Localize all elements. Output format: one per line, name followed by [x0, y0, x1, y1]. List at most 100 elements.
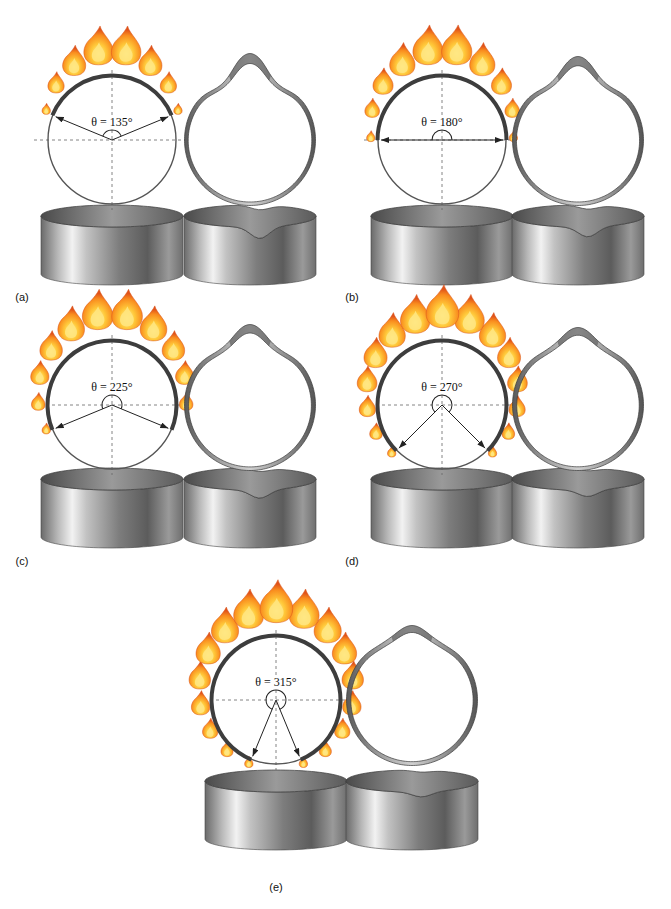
ring-3d-initial	[41, 205, 183, 285]
flame-inner	[168, 343, 178, 358]
flame-outer	[400, 294, 430, 333]
flame-outer	[84, 26, 114, 65]
flame-group	[189, 580, 363, 768]
angle-arrow	[399, 405, 442, 448]
panel-label: (d)	[345, 556, 358, 568]
flame-inner	[203, 645, 214, 661]
flame-inner	[242, 606, 255, 626]
panel-label: (b)	[345, 292, 358, 304]
ring-3d-initial	[371, 205, 513, 285]
flame-inner	[378, 79, 387, 92]
flame-inner	[509, 106, 516, 116]
flame	[63, 45, 86, 75]
flame-outer	[289, 589, 319, 628]
flame-inner	[145, 58, 155, 73]
flame-inner	[165, 81, 172, 92]
flame-outer	[189, 661, 210, 689]
angle-arc	[102, 129, 121, 136]
flame-outer	[373, 68, 393, 94]
angle-arc	[432, 130, 453, 141]
flame-inner	[386, 327, 398, 344]
flame-group	[365, 25, 520, 142]
flame	[31, 361, 49, 385]
deformed-ring	[513, 328, 644, 471]
flame	[160, 72, 176, 93]
flame-inner	[369, 106, 376, 116]
flame-inner	[396, 56, 407, 73]
flame	[82, 289, 113, 329]
flame-inner	[463, 311, 476, 330]
angle-label: θ = 135°	[89, 116, 134, 129]
flame-outer	[111, 26, 141, 65]
heated-sector	[376, 74, 509, 141]
heated-sector	[46, 338, 179, 430]
flame	[365, 98, 380, 117]
angle-label-box: θ = 225°	[89, 377, 134, 395]
flame-outer	[234, 589, 264, 628]
flame	[400, 294, 430, 333]
flame-inner	[339, 727, 346, 737]
flame-inner	[69, 58, 79, 73]
deformation-peak	[557, 328, 598, 347]
flame	[139, 45, 162, 75]
flame-outer	[390, 43, 415, 76]
panel-label: (e)	[269, 882, 282, 894]
flame-outer	[58, 306, 85, 341]
flame-outer	[31, 392, 45, 410]
panel-label-box: (e)	[269, 877, 282, 895]
flame-outer	[160, 72, 176, 93]
flame-outer	[470, 43, 495, 76]
flame	[470, 43, 495, 76]
flame-inner	[435, 303, 450, 325]
flame	[191, 691, 209, 715]
flame-inner	[46, 343, 56, 358]
flame-inner	[363, 377, 372, 390]
ring-3d-initial	[371, 468, 513, 548]
flame-inner	[120, 306, 134, 326]
angle-arrow	[381, 140, 442, 141]
cylinder-opening	[205, 770, 347, 792]
cylinder-opening	[184, 468, 316, 498]
ring-3d-initial	[41, 468, 183, 548]
flame-outer	[63, 45, 86, 75]
flame-inner	[373, 430, 379, 438]
flame	[112, 289, 143, 329]
flame-group	[0, 0, 194, 434]
heating-case	[34, 26, 316, 285]
flame	[234, 589, 264, 628]
flame	[289, 589, 319, 628]
heating-case	[357, 285, 644, 548]
flame	[174, 103, 182, 114]
ring-3d-deformed	[184, 468, 316, 548]
flame	[189, 661, 210, 689]
panel-label: (a)	[15, 292, 28, 304]
angle-label: θ = 225°	[89, 381, 134, 394]
cylinder-opening	[184, 205, 316, 238]
heating-case	[189, 580, 478, 850]
heating-case	[0, 0, 316, 548]
ring-3d-initial	[205, 770, 347, 850]
flame-inner	[505, 430, 511, 438]
angle-label-box: θ = 270°	[419, 377, 464, 395]
flame	[442, 25, 472, 65]
flame	[111, 26, 141, 65]
deformed-ring	[185, 325, 316, 471]
ring-3d-deformed	[512, 205, 644, 285]
flame-outer	[191, 691, 209, 715]
angle-label: θ = 315°	[253, 676, 298, 689]
flame-outer	[31, 361, 49, 385]
angle-arrow	[276, 700, 299, 756]
flame-inner	[44, 108, 48, 114]
flame-inner	[176, 108, 180, 114]
flame	[491, 68, 511, 94]
flame-inner	[491, 451, 495, 457]
angle-arrow	[442, 405, 485, 448]
panel-label-box: (b)	[345, 287, 358, 305]
flame-inner	[147, 321, 159, 339]
ring-3d-deformed	[184, 205, 316, 285]
angle-label: θ = 270°	[419, 381, 464, 394]
angle-arc	[432, 395, 453, 413]
heated-sector	[376, 339, 509, 453]
angle-arrow	[442, 140, 503, 141]
